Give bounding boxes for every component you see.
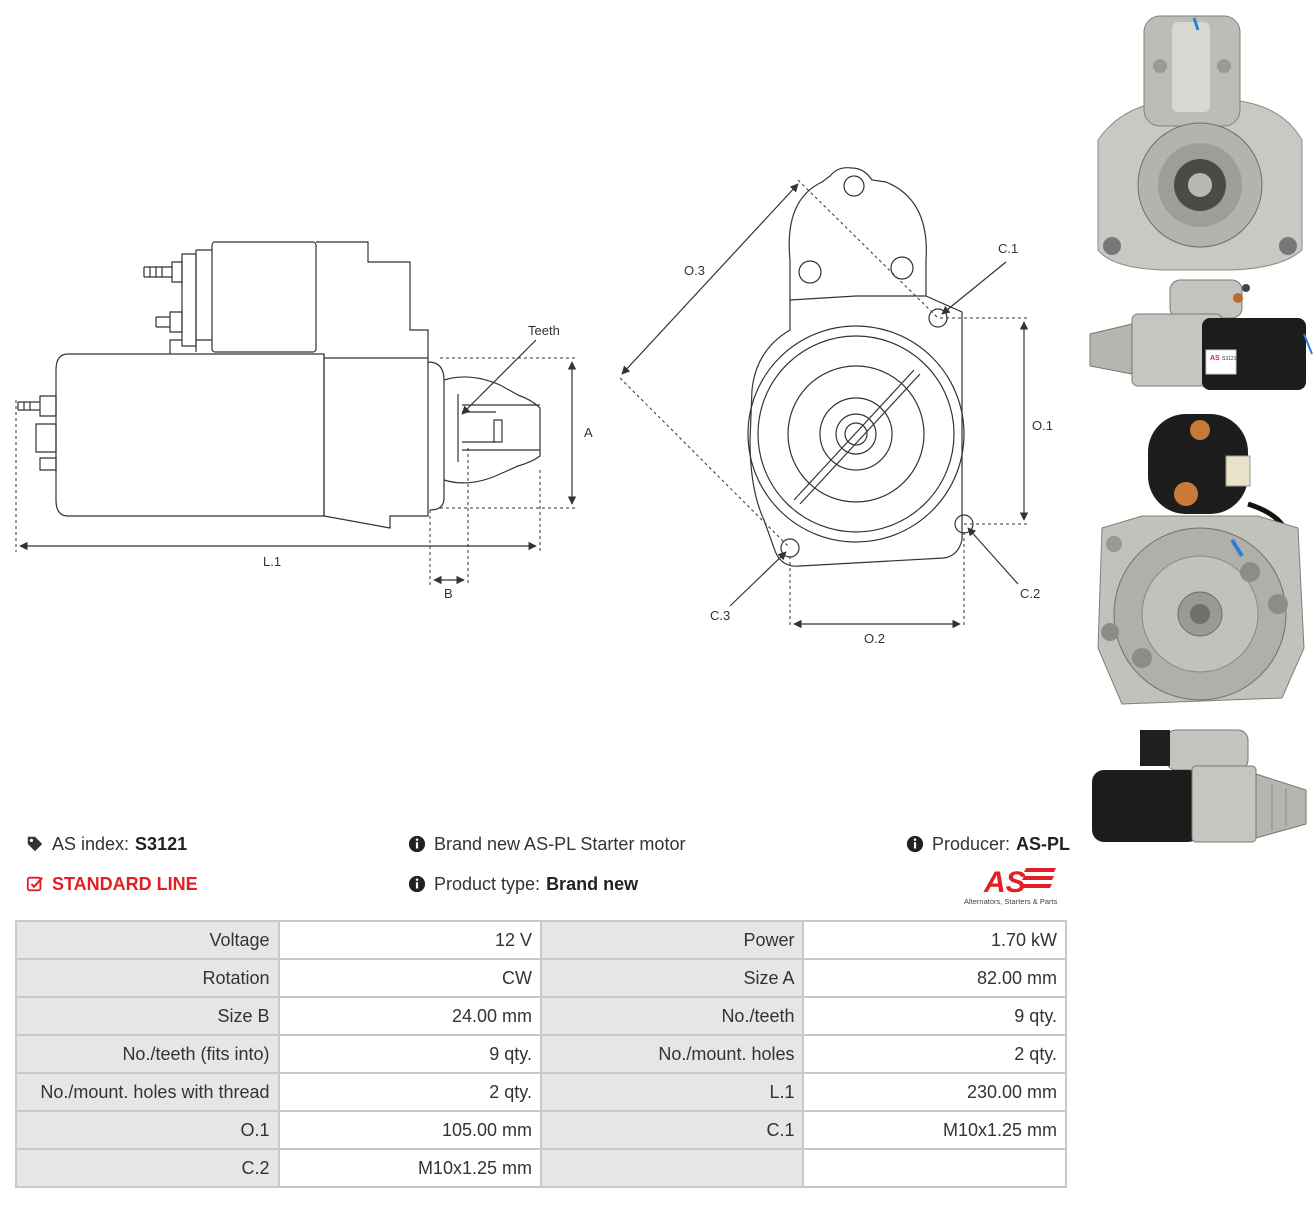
spec-value: M10x1.25 mm — [277, 1148, 542, 1188]
product-type-row: Product type: Brand new — [408, 873, 638, 895]
info-circle-icon — [408, 835, 426, 853]
label-c1: C.1 — [998, 241, 1018, 256]
spec-value: CW — [277, 958, 542, 998]
as-logo-tagline: Alternators, Starters & Parts — [964, 897, 1058, 906]
product-photo-side[interactable]: AS S3121 — [1082, 274, 1316, 396]
spec-key: No./mount. holes — [539, 1034, 805, 1074]
label-c3: C.3 — [710, 608, 730, 623]
spec-key: Power — [539, 920, 805, 960]
side-view-drawing — [15, 241, 577, 586]
spec-value: 230.00 mm — [802, 1072, 1067, 1112]
label-l1: L.1 — [263, 554, 281, 569]
producer-row: Producer: AS-PL — [906, 833, 1070, 855]
spec-value: 2 qty. — [277, 1072, 542, 1112]
spec-value: 9 qty. — [802, 996, 1067, 1036]
spec-key: Voltage — [15, 920, 280, 960]
spec-value: 2 qty. — [802, 1034, 1067, 1074]
product-line-label: STANDARD LINE — [52, 874, 198, 894]
label-a: A — [584, 425, 593, 440]
label-teeth: Teeth — [528, 323, 560, 338]
producer-label: Producer: — [932, 834, 1011, 854]
product-photo-rear[interactable] — [1082, 408, 1316, 712]
as-logo: AS Alternators, Starters & Parts — [964, 866, 1058, 906]
product-type-label: Product type: — [434, 874, 541, 894]
product-photo-front[interactable] — [1082, 10, 1316, 272]
technical-drawing: Teeth A L.1 B — [15, 167, 1053, 646]
label-o2: O.2 — [864, 631, 885, 646]
spec-value: 1.70 kW — [802, 920, 1067, 960]
product-type-value: Brand new — [546, 874, 639, 894]
label-o1: O.1 — [1032, 418, 1053, 433]
spec-key — [539, 1148, 805, 1188]
spec-key: No./teeth (fits into) — [15, 1034, 280, 1074]
product-photo-gallery: AS S3121 — [1082, 0, 1316, 860]
spec-key: C.1 — [539, 1110, 805, 1150]
description-text: Brand new AS-PL Starter motor — [434, 834, 686, 854]
as-logo-text: AS — [983, 866, 1026, 899]
description-row: Brand new AS-PL Starter motor — [408, 833, 685, 855]
spec-value — [802, 1148, 1067, 1188]
spec-key: Size A — [539, 958, 805, 998]
tag-icon — [27, 836, 43, 852]
spec-key: L.1 — [539, 1072, 805, 1112]
spec-key: O.1 — [15, 1110, 280, 1150]
spec-key: Size B — [15, 996, 280, 1036]
as-index-row: AS index: S3121 — [26, 833, 187, 855]
label-o3: O.3 — [684, 263, 705, 278]
label-logo: AS — [1210, 355, 1220, 362]
spec-value: 24.00 mm — [277, 996, 542, 1036]
info-circle-icon — [906, 835, 924, 853]
label-index: S3121 — [1222, 356, 1237, 362]
product-photo-side-rear[interactable] — [1082, 724, 1316, 848]
label-c2: C.2 — [1020, 586, 1040, 601]
as-index-value: S3121 — [135, 834, 188, 854]
spec-value: M10x1.25 mm — [802, 1110, 1067, 1150]
producer-value: AS-PL — [1016, 834, 1071, 854]
spec-key: No./teeth — [539, 996, 805, 1036]
spec-key: Rotation — [15, 958, 280, 998]
check-square-icon — [26, 876, 44, 892]
info-circle-icon — [408, 875, 426, 893]
spec-key: No./mount. holes with thread — [15, 1072, 280, 1112]
spec-value: 12 V — [277, 920, 542, 960]
as-index-label: AS index: — [52, 834, 130, 854]
label-b: B — [444, 586, 453, 601]
product-line-row: STANDARD LINE — [26, 873, 198, 895]
spec-key: C.2 — [15, 1148, 280, 1188]
front-view-drawing — [619, 167, 1030, 629]
table-row: No./teeth (fits into)9 qty.No./mount. ho… — [15, 1034, 1067, 1074]
spec-value: 9 qty. — [277, 1034, 542, 1074]
spec-value: 105.00 mm — [277, 1110, 542, 1150]
spec-value: 82.00 mm — [802, 958, 1067, 998]
